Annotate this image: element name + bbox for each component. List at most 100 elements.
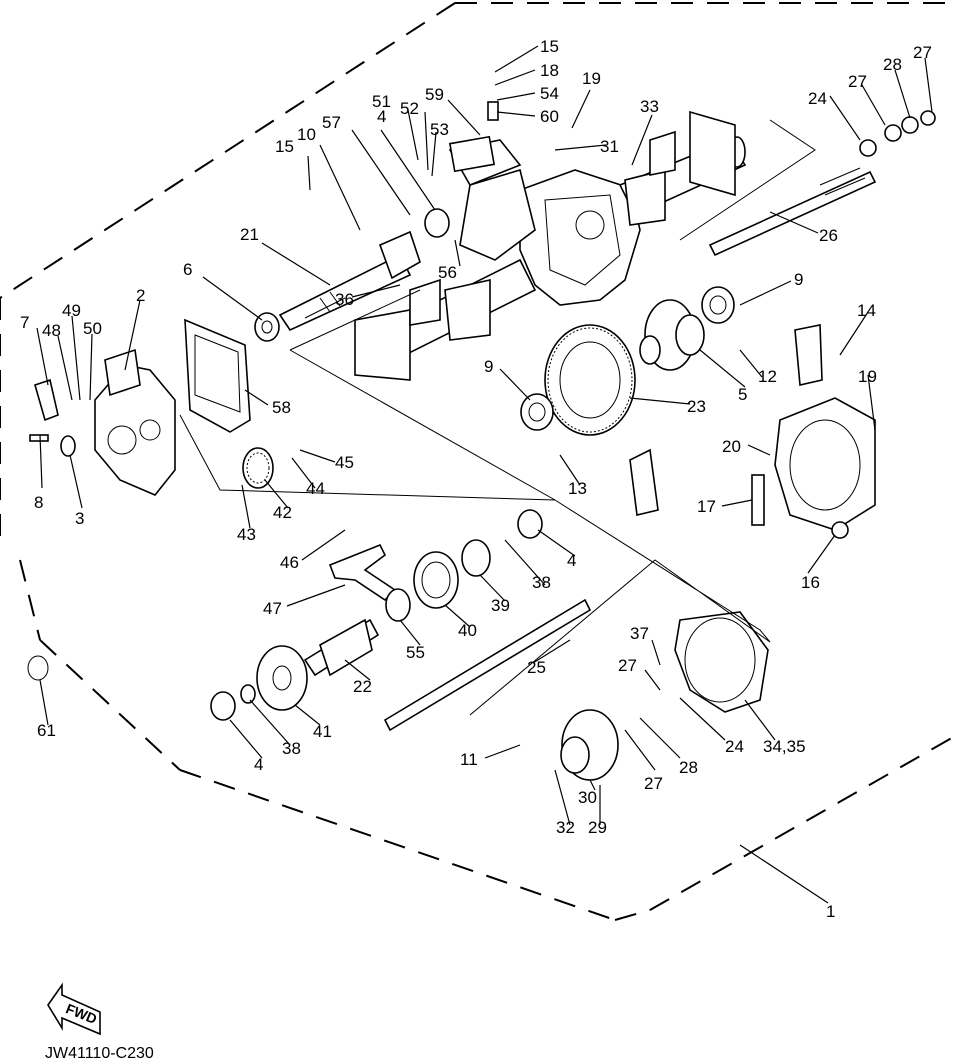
callout: 41 <box>313 722 332 741</box>
bearing-cap-right <box>794 324 823 386</box>
callout: 40 <box>458 621 477 640</box>
callout: 16 <box>801 573 820 592</box>
part-17 <box>751 474 765 526</box>
callout: 59 <box>425 85 444 104</box>
leader-lines <box>36 45 933 904</box>
callout: 19 <box>582 69 601 88</box>
ring-61 <box>27 655 49 681</box>
callout: 46 <box>280 553 299 572</box>
callout: 33 <box>640 97 659 116</box>
assembly-boundary <box>0 2 957 921</box>
callout: 20 <box>722 437 741 456</box>
callout: 29 <box>588 818 607 837</box>
input-shaft <box>278 230 421 332</box>
left-axle-shaft <box>383 598 592 732</box>
callout: 11 <box>460 750 478 769</box>
callout: 17 <box>697 497 716 516</box>
callout: 27 <box>848 72 867 91</box>
callout: 15 <box>275 137 294 156</box>
shift-fork <box>328 543 397 602</box>
callout: 39 <box>491 596 510 615</box>
callout: 37 <box>630 624 649 643</box>
callout: 36 <box>335 290 354 309</box>
callout: 26 <box>819 226 838 245</box>
callout: 4 <box>567 551 576 570</box>
callout: 60 <box>540 107 559 126</box>
callout: 3 <box>75 509 84 528</box>
bearing-left <box>520 393 554 431</box>
callout: 4 <box>254 755 263 774</box>
callout: 5 <box>738 385 747 404</box>
gear-40 <box>413 551 459 609</box>
callout: 55 <box>406 643 425 662</box>
fwd-arrow-icon: FWD <box>47 982 101 1036</box>
bearing-28 <box>901 116 919 134</box>
bearing-lower <box>210 691 236 721</box>
callout: 23 <box>687 397 706 416</box>
callout: 32 <box>556 818 575 837</box>
callout: 54 <box>540 84 559 103</box>
callout: 19 <box>858 367 877 386</box>
callout: 2 <box>136 286 145 305</box>
bearing-upper <box>424 208 450 238</box>
callout: 22 <box>353 677 372 696</box>
callout: 14 <box>857 301 876 320</box>
callout: 53 <box>430 120 449 139</box>
callout: 44 <box>306 479 325 498</box>
callout: 42 <box>273 503 292 522</box>
callout: 25 <box>527 658 546 677</box>
callout: 49 <box>62 301 81 320</box>
callout: 52 <box>400 99 419 118</box>
callout: 61 <box>37 721 56 740</box>
seal-3 <box>60 435 76 457</box>
pin-60 <box>487 101 499 121</box>
right-axle-shaft <box>708 167 877 257</box>
gear-41 <box>256 645 308 711</box>
part-16 <box>831 521 849 539</box>
group-bracket-lower <box>179 349 771 716</box>
ring-27 <box>920 110 936 126</box>
callout: 50 <box>83 319 102 338</box>
callout: 1 <box>826 902 835 921</box>
callout: 48 <box>42 321 61 340</box>
group-bracket-upper <box>289 119 816 351</box>
differential-case <box>639 299 705 371</box>
gear-39 <box>461 539 491 577</box>
callout: 8 <box>34 493 43 512</box>
differential-housing <box>448 135 641 306</box>
callout: 9 <box>794 270 803 289</box>
callout: 43 <box>237 525 256 544</box>
callout: 27 <box>913 43 932 62</box>
callout: 10 <box>297 125 316 144</box>
gasket <box>184 318 251 433</box>
gear-42 <box>242 447 274 489</box>
bolt-8 <box>29 434 49 442</box>
callout: 21 <box>240 225 259 244</box>
callout: 27 <box>618 656 637 675</box>
callout: 13 <box>568 479 587 498</box>
callout: 6 <box>183 260 192 279</box>
callout: 30 <box>578 788 597 807</box>
callout: 28 <box>679 758 698 777</box>
bearing-middle <box>517 509 543 539</box>
callout: 47 <box>263 599 282 618</box>
drawing-code: JW41110-C230 <box>45 1045 154 1062</box>
callout: 15 <box>540 37 559 56</box>
callout: 9 <box>484 357 493 376</box>
ring-gear <box>544 324 636 436</box>
bearing-cap-lower <box>629 448 659 516</box>
callout: 51 <box>372 92 391 111</box>
washer-24 <box>859 139 877 157</box>
gear-case <box>94 348 176 496</box>
seal-27 <box>884 124 902 142</box>
gear-55 <box>385 588 411 622</box>
brake-assembly <box>674 611 769 713</box>
callout: 38 <box>282 739 301 758</box>
callout: 45 <box>335 453 354 472</box>
callout: 18 <box>540 61 559 80</box>
callout: 57 <box>322 113 341 132</box>
callout: 7 <box>20 313 29 332</box>
callout: 38 <box>532 573 551 592</box>
